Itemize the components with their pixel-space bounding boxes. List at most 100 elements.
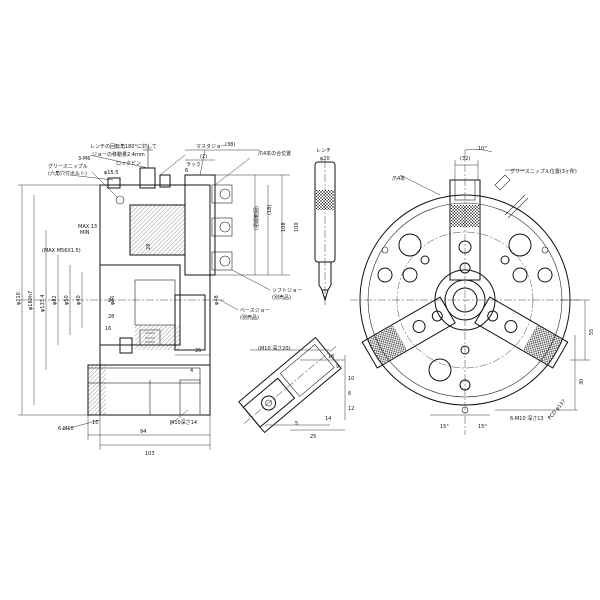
phi40-dim: φ40 xyxy=(76,295,82,305)
detail-d5: 5 xyxy=(295,421,298,427)
wrench-phi-label: φ20 xyxy=(320,156,330,162)
phi48-dim: φ48 xyxy=(214,295,220,305)
angle15a-label: 15° xyxy=(440,424,449,430)
soft-jaw-sub: (別売品) xyxy=(272,294,291,301)
phi210-dim: φ210 xyxy=(16,292,22,305)
lower-bolt xyxy=(119,337,133,354)
d6-dim: 6 xyxy=(185,168,188,174)
rack-label: ラック xyxy=(186,162,201,168)
jaw-detail-view: (M10 深さ20) 16 9 10 6 12 25 14 5 xyxy=(238,336,354,440)
grease-nipple xyxy=(107,177,121,189)
m10-front-label: 6-M10 深さ13 xyxy=(510,415,544,422)
detail-d10: 10 xyxy=(348,376,354,382)
left-jaw xyxy=(361,296,456,369)
max-m-label: (MAX M56X1.5) xyxy=(42,248,81,254)
jaw4-label: 爪4本 xyxy=(392,175,405,182)
wrench-view: レンチ φ20 xyxy=(314,148,336,305)
pinion-housing xyxy=(174,294,206,351)
d26-dim: 26 xyxy=(195,348,201,354)
d4-dim: 4 xyxy=(190,368,193,374)
side-section-view: レンチの回転角180°に対して ジョーの移動量2.4mm ロックピン ラック マ… xyxy=(16,142,302,457)
m10-label: M10深さ14 xyxy=(170,419,197,426)
top-jaw-head xyxy=(454,179,476,201)
d55-label: 55 xyxy=(589,329,595,335)
lower-hatch xyxy=(135,325,180,350)
left-jaw-teeth xyxy=(367,325,408,365)
detail-jaw-head xyxy=(279,344,335,397)
d94-dim: 94 xyxy=(140,429,146,435)
d21-dim: 21 xyxy=(108,298,114,304)
rack xyxy=(159,174,171,188)
d100-dim: 100 xyxy=(294,222,300,232)
soft-jaw-3 xyxy=(211,251,233,271)
inner-sleeve xyxy=(134,279,176,326)
d28-dim: 28 xyxy=(146,244,152,250)
angle15b-label: 15° xyxy=(478,424,487,430)
base-jaw-label: ベースジョー xyxy=(240,308,270,314)
d30-label: 30 xyxy=(579,379,585,385)
base-jaw-sub: (別売品) xyxy=(240,314,259,321)
grease-nipple-label: グリースニップル xyxy=(48,163,88,170)
d38-dim: (38) xyxy=(225,142,235,148)
m10b-label: 6-M10 xyxy=(58,426,74,432)
d28b-dim: 28 xyxy=(108,314,114,320)
upper-section xyxy=(129,204,186,256)
grease-position-label: グリースニップル位置(3ヶ所) xyxy=(510,168,577,175)
detail-d6: 6 xyxy=(348,391,351,397)
phi133-dim: φ133.4 xyxy=(40,294,46,312)
wrench-socket xyxy=(143,145,153,168)
m6-hole xyxy=(115,195,125,205)
right-jaw xyxy=(474,296,569,369)
phi31-dim: φ31 xyxy=(110,295,116,305)
d103-dim: 103 xyxy=(145,451,155,457)
phi180-dim: φ180h7 xyxy=(28,291,34,310)
jaw-lock-label: 爪4本の合位置 xyxy=(258,150,291,157)
detail-d25: 25 xyxy=(310,434,316,440)
phi50-dim: φ50 xyxy=(64,295,70,305)
top-jaw-teeth xyxy=(451,205,479,227)
jaw-bolt-3 xyxy=(219,255,231,267)
grease-nipple-marker xyxy=(494,174,511,191)
jaw-bolt-2 xyxy=(219,221,231,233)
upper-section-hatch xyxy=(130,205,185,255)
d15-dim: 15 xyxy=(92,420,98,426)
lever-note-1: レンチの回転角180°に対して xyxy=(90,143,157,150)
top-jaw xyxy=(449,179,481,281)
soft-jaw-2 xyxy=(211,217,233,237)
flange-hatch xyxy=(88,365,106,415)
front-view: 爪4本 グリースニップル位置(3ヶ所) 10° (32) 55 30 15° 1… xyxy=(350,146,595,435)
master-jaw-label: マスタジョー xyxy=(196,143,226,150)
max-label: MAX 13 xyxy=(78,224,97,230)
d2-dim: (2) xyxy=(200,154,207,160)
spring xyxy=(139,329,161,346)
phi15-label: φ15.5 xyxy=(104,170,118,176)
left-jaw-body xyxy=(361,296,456,369)
lock-pin-label: ロックピン xyxy=(116,161,141,167)
m10-tap xyxy=(179,379,201,416)
angle10-label: 10° xyxy=(478,146,487,152)
d108-dim: 108 xyxy=(281,222,287,232)
right-jaw-body xyxy=(474,296,569,369)
d18-dim: (18) xyxy=(267,205,273,215)
lever-note-2: ジョーの移動量2.4mm xyxy=(92,151,145,158)
detail-d16: 16 xyxy=(328,354,334,360)
wrench-label: レンチ xyxy=(316,148,331,154)
soft-jaw-1 xyxy=(211,184,233,204)
phi82-dim: φ82 xyxy=(52,295,58,305)
d16-dim: 16 xyxy=(105,326,111,332)
grease-line xyxy=(504,194,529,219)
flange-slot xyxy=(87,367,201,384)
detail-d9: 9 xyxy=(336,364,339,370)
mount-label: (M10 深さ20) xyxy=(258,345,291,352)
min-label: MIN xyxy=(80,230,90,236)
soft-jaw-label: ソフトジョー xyxy=(272,288,302,294)
jaw-bolt-1 xyxy=(219,188,231,200)
grease-nipple-sub: (六角穴付ボルト) xyxy=(48,170,87,177)
right-jaw-teeth xyxy=(522,325,563,365)
detail-d14: 14 xyxy=(325,416,331,422)
m6-label: 3-M6 xyxy=(78,156,90,162)
lock-range-label: (把握範囲) xyxy=(253,206,260,230)
d32-label: (32) xyxy=(460,156,470,162)
